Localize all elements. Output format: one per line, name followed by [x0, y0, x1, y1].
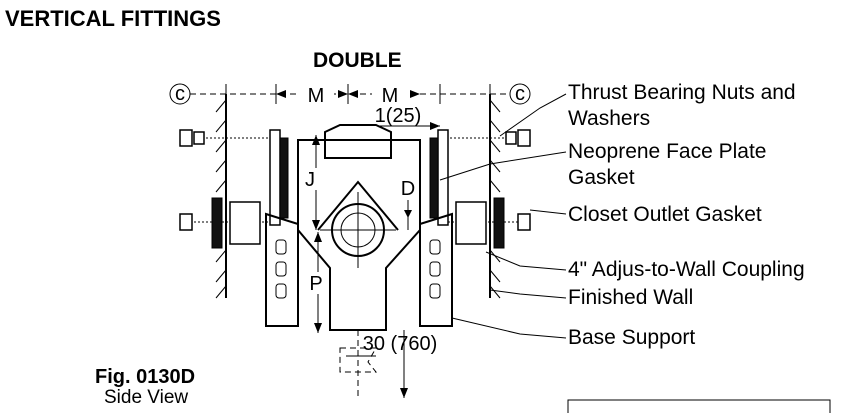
callout-base-support: Base Support	[568, 326, 696, 349]
upper-right-threaded-rod	[450, 129, 531, 147]
right-finished-wall	[489, 94, 501, 299]
dim-d-line	[404, 200, 412, 230]
centerline-left-marker: c	[169, 83, 191, 105]
callout-washers: Washers	[568, 107, 651, 130]
figure-number: Fig. 0130D	[95, 366, 196, 388]
top-dimension-line	[190, 84, 510, 104]
callout-gasket: Gasket	[568, 166, 635, 189]
callout-finished-wall: Finished Wall	[568, 286, 694, 309]
dim-m-left: M	[308, 85, 325, 107]
centerline-right-label: c	[515, 83, 525, 105]
fitting-body	[297, 124, 421, 331]
lower-right-threaded-rod	[440, 197, 531, 249]
left-base-support	[265, 212, 299, 327]
height-dimension	[339, 330, 408, 398]
dim-j: J	[305, 169, 315, 191]
left-face-plate	[269, 129, 281, 226]
callout-closet-outlet-gasket: Closet Outlet Gasket	[568, 203, 762, 226]
dim-m-right: M	[382, 85, 399, 107]
dim-p: P	[309, 273, 322, 295]
upper-left-threaded-rod	[179, 129, 270, 147]
dim-offset: 1(25)	[375, 105, 422, 127]
leader-lines	[439, 93, 567, 339]
lower-left-threaded-rod	[179, 197, 270, 249]
dim-height: 30 (760)	[363, 333, 438, 355]
callout-adjus-to-wall-coupling: 4" Adjus-to-Wall Coupling	[568, 258, 805, 281]
page-title: VERTICAL FITTINGS	[5, 6, 221, 31]
centerline-left-label: c	[175, 83, 185, 105]
note-box	[567, 399, 831, 413]
centerline-right-marker: c	[509, 83, 531, 105]
dim-d: D	[401, 178, 415, 200]
callout-thrust-bearing-nuts: Thrust Bearing Nuts and	[568, 81, 796, 104]
left-neoprene-gasket	[279, 137, 289, 219]
figure-view: Side View	[104, 387, 189, 408]
subtitle: DOUBLE	[313, 49, 402, 72]
left-finished-wall	[215, 94, 227, 299]
right-neoprene-gasket	[429, 137, 439, 219]
callout-neoprene-face-plate: Neoprene Face Plate	[568, 140, 767, 163]
right-base-support	[419, 212, 453, 327]
